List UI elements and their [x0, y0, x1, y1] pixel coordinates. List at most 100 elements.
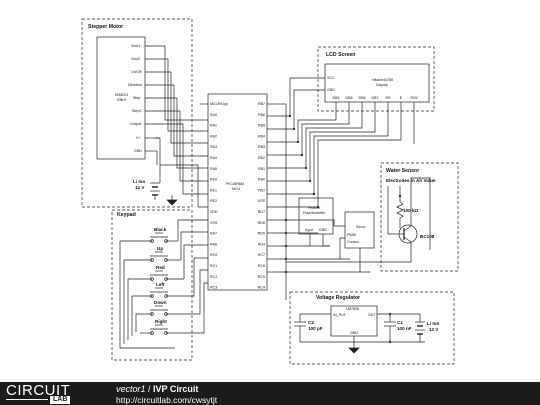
- pin-label: VCC: [327, 76, 335, 80]
- lcd-pin-label: DB6: [359, 96, 366, 100]
- mcu-pin-label: RB0: [258, 178, 265, 182]
- mcu-pin-label: RB5: [258, 124, 265, 128]
- circuitlab-logo-lab[interactable]: LAB: [50, 396, 71, 404]
- resistor-label: 100 kΩ: [403, 208, 418, 213]
- mcu-pin-label: RA1: [210, 124, 217, 128]
- regulator-chip-label: LM7805: [346, 307, 359, 311]
- pin-label: Step: [133, 96, 140, 100]
- pin-label: GND: [350, 331, 358, 335]
- mcu-pin-label: RE0: [210, 178, 217, 182]
- mcu-pin-label: RA2: [210, 134, 217, 138]
- lcd-pin-label: RS: [386, 96, 392, 100]
- mcu-pin-label: RD7: [258, 210, 265, 214]
- mcu-pin-label: RC4: [258, 286, 265, 290]
- circuit-schematic: Stepper Motor EM8021 RNHI Vout1 Vout2 On…: [81, 18, 459, 365]
- lcd-pin-label: DB4: [333, 96, 340, 100]
- lcd-title: LCD Screen: [326, 52, 355, 58]
- pin-label: Input: [305, 228, 313, 232]
- circuit-url-link[interactable]: http://circuitlab.com/cwsytjt: [116, 395, 218, 405]
- stepper-motor-box: [81, 18, 193, 208]
- button-label: Black: [154, 227, 167, 232]
- mcu-pin-label: RB4: [258, 134, 265, 138]
- stepper-to-mcu-wires: [160, 46, 208, 208]
- mcu-pin-label: RB7: [258, 102, 265, 106]
- mcu-pin-label: RD6: [258, 221, 265, 225]
- keypad-button-labels: Black Up Red Left Down Right: [154, 227, 167, 324]
- junction-dots: [284, 114, 402, 344]
- lcd-pin-label: E: [400, 96, 403, 100]
- pin-label: Step2: [132, 109, 141, 113]
- mcu-pin-label: RB1: [258, 167, 265, 171]
- button-label: Red: [156, 265, 165, 270]
- pin-label: IN_PUT: [333, 313, 347, 317]
- circuit-title: vector1 / IVP Circuit: [116, 384, 198, 394]
- ground-symbol-stepper: [166, 195, 178, 206]
- pin-label: V+: [136, 136, 141, 140]
- mcu-pin-label: MCLR/Vpp: [210, 102, 228, 106]
- stepper-battery-symbol: [150, 137, 161, 200]
- pin-label: Vout1: [131, 44, 140, 48]
- title-separator: /: [145, 384, 154, 394]
- pin-label: GND: [327, 88, 335, 92]
- stepper-battery-label-2: 12 V: [135, 185, 145, 190]
- logo-line: [6, 399, 48, 400]
- pin-label: Output: [130, 122, 141, 126]
- lcd-chip-label-1: Hitachi44780: [372, 78, 393, 82]
- button-label: Up: [157, 246, 163, 251]
- resistor-symbol: [396, 196, 404, 224]
- mcu-pin-label: VDD: [257, 188, 265, 192]
- mcu-pin-label: RC2: [210, 275, 217, 279]
- voltage-regulator-title: Voltage Regulator: [316, 295, 360, 301]
- mcu-pin-label: RA0: [210, 113, 217, 117]
- pin-label: Direction: [128, 83, 142, 87]
- mcu-left-pin-labels: MCLR/VppRA0RA1RA2RA3RA4RA5RE0RE1RE2VDDVS…: [210, 102, 228, 290]
- mcu-pin-label: RA4: [210, 156, 217, 160]
- pin-label: PWM: [347, 233, 356, 237]
- lcd-chip: [324, 63, 430, 103]
- water-electrodes: [387, 186, 401, 196]
- mcu-pin-label: RB6: [258, 113, 265, 117]
- ground-symbol-regulator: [348, 347, 360, 354]
- circuitlab-footer: CIRCUIT LAB vector1 / IVP Circuit http:/…: [0, 382, 540, 405]
- button-label: Right: [155, 319, 167, 324]
- keypad-to-mcu-wires: [177, 219, 208, 334]
- keypad-box: [111, 209, 193, 361]
- stepper-battery-label-1: Li Ion: [133, 179, 145, 184]
- pin-label: Control: [347, 240, 359, 244]
- feather-potentiometer-chip: [298, 197, 334, 235]
- pin-label: On/Off: [131, 70, 142, 74]
- stepper-chip-label-2: RNHI: [117, 98, 126, 102]
- author-link[interactable]: vector1: [116, 384, 146, 394]
- water-sensor-title: Water Sensor: [386, 168, 419, 174]
- mcu-chip: [207, 93, 268, 291]
- mcu-right-pin-labels: RB7RB6RB5RB4RB3RB2RB1RB0VDDVSSRD7RD6RD5R…: [257, 102, 265, 290]
- water-sensor-box: [380, 162, 459, 272]
- mcu-pin-label: RA7: [210, 232, 217, 236]
- transistor-symbol: [395, 224, 418, 244]
- mcu-pin-label: RC6: [258, 264, 265, 268]
- mcu-pin-label: RD5: [258, 232, 265, 236]
- servo-label: Servo: [356, 225, 365, 229]
- stepper-chip-label-1: EM8021: [115, 93, 128, 97]
- lcd-pin-label: R/W: [411, 96, 419, 100]
- lcd-pin-label: DB7: [372, 96, 379, 100]
- button-label: Left: [156, 282, 165, 287]
- c1-label-2: 100 nF: [397, 326, 412, 331]
- circuit-name: IVP Circuit: [153, 384, 199, 394]
- water-sensor-subtitle: Electrodes in Air Value: [386, 178, 436, 183]
- mcu-pin-label: RA5: [210, 167, 217, 171]
- transistor-label: BC108: [420, 234, 435, 239]
- mcu-pin-label: VSS: [258, 199, 266, 203]
- keypad-internal-wires: [119, 240, 190, 349]
- feather-label-1: Feather: [308, 206, 321, 210]
- button-label: Down: [154, 300, 167, 305]
- c2-label-2: 100 pF: [308, 326, 323, 331]
- mcu-bus-lines: [275, 103, 370, 292]
- keypad-title: Keypad: [117, 212, 136, 218]
- mcu-pin-label: RB2: [258, 156, 265, 160]
- circuitlab-logo-text[interactable]: CIRCUIT: [6, 382, 71, 399]
- regulator-battery-label-1: Li Ion: [427, 321, 439, 326]
- lcd-chip-label-2: Display: [376, 83, 388, 87]
